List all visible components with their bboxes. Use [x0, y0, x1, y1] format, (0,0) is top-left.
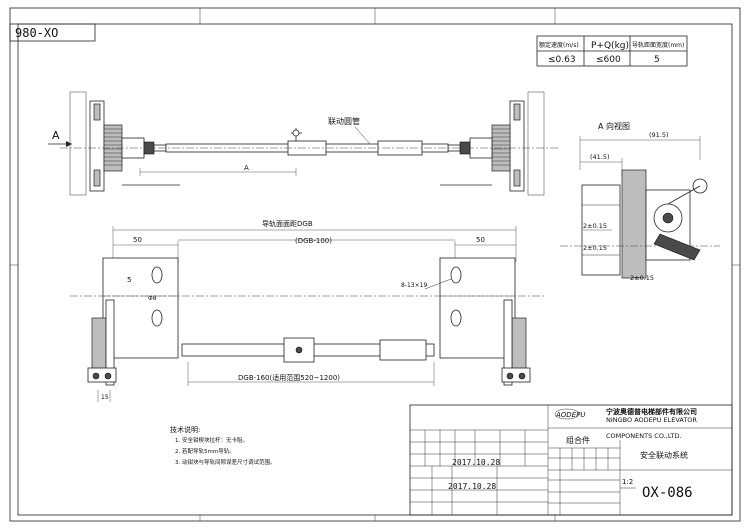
dim-41-5: (41.5): [590, 153, 610, 161]
right-slot-upper: [450, 266, 462, 284]
left-slot-lower: [151, 309, 163, 327]
company-logo: AODEPU: [554, 408, 585, 420]
revision-grid: [410, 405, 549, 515]
front-view: 导轨面面距DGB 50 50 (DGB-100) 5 Φ8 8-13×19: [70, 219, 545, 402]
dim-5: 5: [127, 276, 131, 284]
dim-slot: 8-13×19: [401, 282, 427, 289]
right-slot-lower: [450, 309, 462, 327]
tech-note-2: 2. 若配导轨5mm导轨。: [175, 447, 235, 455]
dim-2-0-15-c: 2±0.15: [630, 274, 654, 282]
dim-dgb-100: (DGB-100): [295, 237, 332, 245]
spec-value-load: ≤600: [596, 55, 621, 65]
tech-notes-title: 技术说明:: [170, 425, 200, 434]
left-slot-upper: [151, 266, 163, 284]
tech-note-1: 1. 安全钳楔块拉杆：无卡阻。: [175, 436, 248, 444]
view-marker-a: A: [52, 129, 60, 142]
company-name-en-1: NINGBO AODEPU ELEVATOR: [606, 416, 697, 424]
drawing-number: OX-086: [642, 485, 693, 501]
drawing-number-tag: 980-XO: [9, 23, 96, 42]
part-name: 安全联动系统: [640, 450, 688, 460]
dim-2-0-15-b: 2±0.15: [583, 244, 607, 252]
dim-50-left: 50: [133, 236, 142, 244]
a-direction-view: A 向视图 (91.5) (41.5) 2±0.15 2±0.15 2±0.15: [560, 121, 720, 282]
company-name-en-2: COMPONENTS CO.,LTD.: [606, 432, 682, 440]
company-name-cn: 宁波奥德普电梯部件有限公司: [606, 407, 697, 416]
assembly-label: 组合件: [566, 435, 590, 445]
dim-a: A: [244, 164, 249, 172]
rail-face-dgb-label: 导轨面面距DGB: [262, 219, 313, 228]
spec-header-gap: 导轨距面宽度(mm): [632, 41, 684, 49]
tube-coupling: [287, 140, 327, 156]
spec-header-load: P+Q(kg): [591, 41, 629, 51]
spec-header-speed: 额定速度(m/s): [539, 41, 579, 49]
view-arrow: [66, 141, 72, 147]
title-block-date-2: 2017.10.28: [448, 482, 496, 491]
view-a-title: A 向视图: [598, 121, 630, 131]
title-block: 2017.10.28 2017.10.28 AODEPU 宁波奥德普电梯部件有限…: [409, 404, 733, 516]
dim-hole-dia: Φ8: [148, 295, 157, 302]
scale-value: 1:2: [622, 478, 633, 486]
dim-dgb-160-range: DGB-160(适用范围520~1200): [238, 373, 340, 382]
connecting-tube-label: 联动圆管: [328, 116, 360, 126]
title-block-subgrid: [548, 448, 620, 515]
spec-table: 额定速度(m/s) P+Q(kg) 导轨距面宽度(mm) ≤0.63 ≤600 …: [536, 35, 688, 67]
title-block-date-1: 2017.10.28: [452, 458, 500, 467]
spec-value-speed: ≤0.63: [548, 55, 576, 65]
dim-50-right: 50: [476, 236, 485, 244]
frame-zone-ticks: [10, 8, 740, 521]
svg-text:AODEPU: AODEPU: [555, 411, 585, 419]
lever-arm: [653, 233, 701, 261]
tube-clamp-bolt: [292, 129, 300, 137]
tech-note-3: 3. 动钳块与导轨间隙误差尺寸调试范围。: [175, 458, 276, 466]
dim-91-5: (91.5): [649, 131, 669, 139]
technical-notes: 技术说明: 1. 安全钳楔块拉杆：无卡阻。 2. 若配导轨5mm导轨。 3. 动…: [170, 425, 276, 466]
drawing-number-text: 980-XO: [15, 26, 58, 40]
right-safety-gear: [440, 100, 525, 192]
dim-2-0-15-a: 2±0.15: [583, 222, 607, 230]
dim-15: 15: [101, 394, 109, 401]
spec-value-gap: 5: [654, 55, 660, 65]
top-view: A 联动圆管 A: [48, 91, 560, 196]
left-mounting-plate: [102, 257, 179, 359]
